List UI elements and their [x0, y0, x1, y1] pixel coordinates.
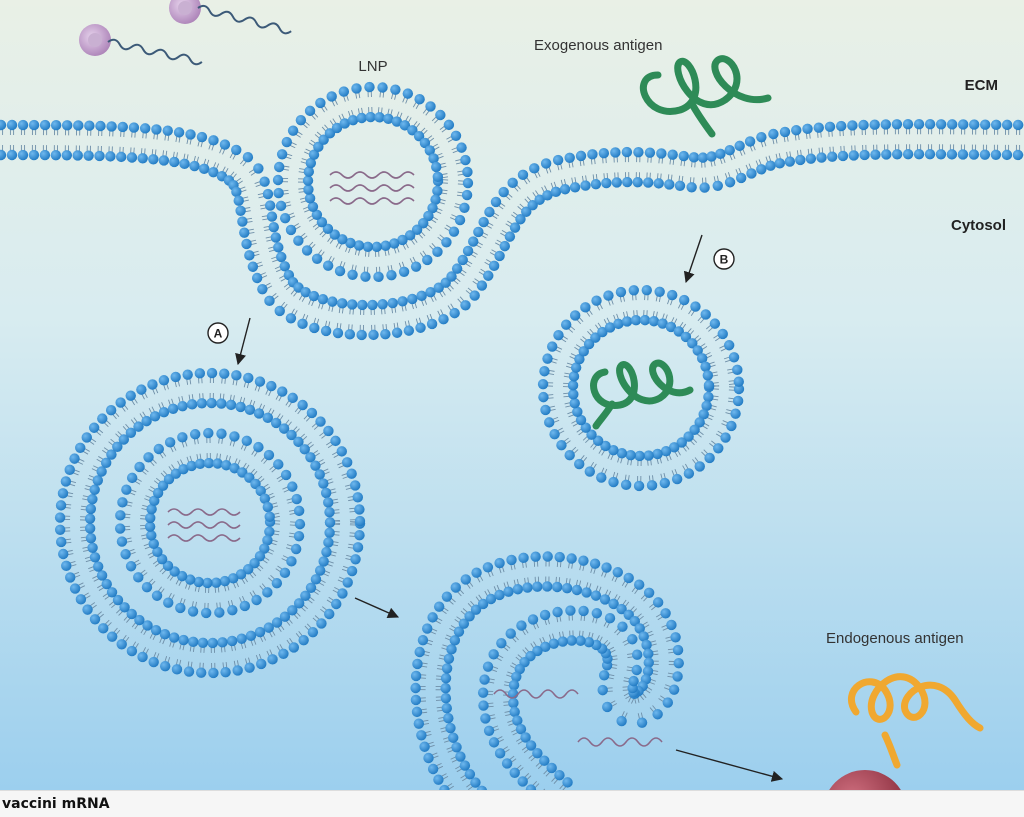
- svg-text:B: B: [720, 253, 729, 267]
- arrow-b: [683, 234, 703, 284]
- svg-text:A: A: [214, 327, 223, 341]
- endosome-a-outer: [54, 367, 366, 679]
- lnp-label: LNP: [358, 58, 387, 75]
- internalized-antigen-tail: [592, 400, 616, 430]
- endosome-a-lnp: [114, 427, 306, 619]
- arrow-escape: [354, 597, 400, 619]
- background: [0, 0, 1024, 790]
- extracellular-lnp-1: [79, 24, 203, 66]
- plasma-membrane: [0, 119, 1024, 341]
- arrow-a: [235, 317, 251, 366]
- caption-text: vaccini mRNA: [2, 796, 110, 812]
- step-b-badge: B: [713, 248, 735, 270]
- endosome-b: [537, 284, 745, 492]
- caption-bar: vaccini mRNA: [0, 790, 1024, 817]
- cytosol-label: Cytosol: [951, 217, 1006, 234]
- endogenous-antigen-label: Endogenous antigen: [826, 630, 964, 647]
- exogenous-antigen-icon: [639, 55, 772, 115]
- released-mrna: [493, 689, 663, 747]
- lnp-mrna: [329, 171, 415, 205]
- endosome-mrna: [167, 508, 241, 542]
- ecm-label: ECM: [965, 77, 998, 94]
- exogenous-antigen-tail: [688, 100, 716, 138]
- exogenous-antigen-label: Exogenous antigen: [534, 37, 662, 54]
- ribosome: [829, 770, 901, 790]
- lnp-particle: [272, 81, 474, 283]
- step-a-badge: A: [207, 322, 229, 344]
- extracellular-lnp-2: [169, 0, 292, 35]
- endogenous-antigen-tail: [881, 731, 901, 769]
- diagram-canvas: A B LNP Exogenous antigen ECM Cytosol En…: [0, 0, 1024, 790]
- endogenous-antigen-icon: [847, 673, 984, 732]
- arrow-translation: [675, 749, 784, 782]
